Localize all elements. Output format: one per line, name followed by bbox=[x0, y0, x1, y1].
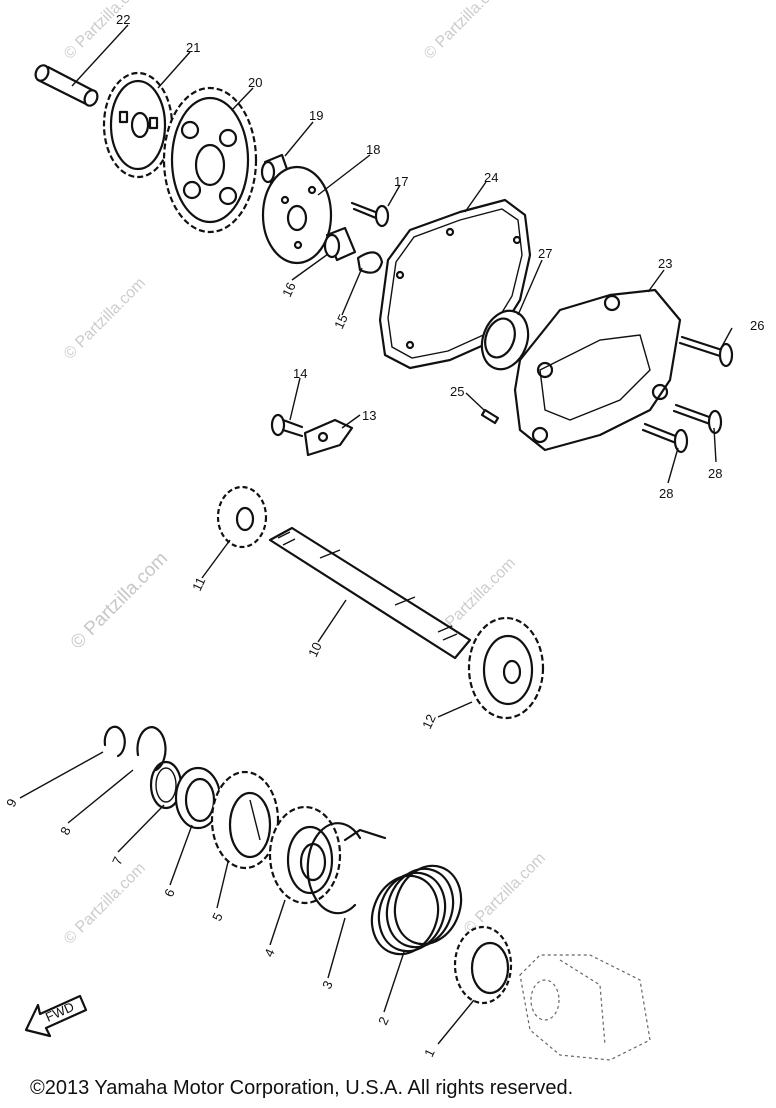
callout-13: 13 bbox=[362, 408, 376, 423]
part-1-gear bbox=[453, 925, 513, 1005]
callout-22: 22 bbox=[116, 12, 130, 27]
watermark-bottom-left: © Partzilla.com bbox=[61, 860, 149, 948]
callout-24: 24 bbox=[484, 170, 498, 185]
context-housing bbox=[519, 954, 651, 1061]
callout-17: 17 bbox=[394, 174, 408, 189]
callout-8: 8 bbox=[57, 824, 74, 837]
callout-3: 3 bbox=[319, 978, 336, 991]
part-23-cover bbox=[513, 288, 682, 452]
callout-19: 19 bbox=[309, 108, 323, 123]
callout-18: 18 bbox=[366, 142, 380, 157]
part-3-spring-clip bbox=[306, 822, 387, 915]
callout-23: 23 bbox=[658, 256, 672, 271]
watermark-top-left: © Partzilla.com bbox=[61, 0, 149, 63]
fwd-arrow-icon: FWD bbox=[24, 994, 88, 1038]
part-11-gear bbox=[216, 485, 268, 549]
callout-7: 7 bbox=[109, 854, 126, 867]
callout-6: 6 bbox=[161, 886, 178, 899]
part-26-bolt bbox=[678, 335, 734, 368]
part-2-spring bbox=[370, 864, 463, 956]
callout-11: 11 bbox=[189, 575, 208, 594]
part-18-plate bbox=[261, 165, 333, 265]
part-10-shaft bbox=[268, 526, 472, 660]
part-25-pin bbox=[480, 408, 500, 425]
callout-25: 25 bbox=[450, 384, 464, 399]
part-28-bolt-lower bbox=[641, 422, 689, 454]
part-13-lock-plate bbox=[303, 418, 354, 457]
watermark-top-right: © Partzilla.com bbox=[421, 0, 509, 63]
part-12-gear bbox=[467, 616, 545, 720]
watermark-main: © Partzilla.com bbox=[67, 548, 172, 653]
part-28-bolt-upper bbox=[672, 403, 723, 435]
part-27-oil-seal bbox=[480, 309, 530, 371]
callout-9: 9 bbox=[3, 796, 20, 809]
callout-15: 15 bbox=[331, 312, 351, 331]
callout-28-lower: 28 bbox=[659, 486, 673, 501]
part-20-gear bbox=[162, 86, 258, 234]
callout-26: 26 bbox=[750, 318, 764, 333]
callout-21: 21 bbox=[186, 40, 200, 55]
callout-4: 4 bbox=[261, 946, 278, 959]
part-24-gasket bbox=[378, 198, 532, 370]
copyright-text: ©2013 Yamaha Motor Corporation, U.S.A. A… bbox=[30, 1077, 573, 1099]
part-9-circlip bbox=[103, 725, 126, 758]
part-21-gear bbox=[102, 71, 174, 179]
watermark-left-mid: © Partzilla.com bbox=[61, 275, 149, 363]
callout-28-upper: 28 bbox=[708, 466, 722, 481]
callout-27: 27 bbox=[538, 246, 552, 261]
part-17-screw bbox=[350, 201, 390, 228]
callout-2: 2 bbox=[375, 1014, 392, 1027]
part-5-gear bbox=[210, 770, 280, 870]
callout-14: 14 bbox=[293, 366, 307, 381]
part-15-clip bbox=[356, 251, 384, 274]
watermark-bottom-right: © Partzilla.com bbox=[461, 850, 549, 938]
part-22-pin bbox=[34, 64, 99, 107]
part-14-screw bbox=[270, 413, 304, 438]
part-4-gear bbox=[268, 805, 342, 905]
leader-lines bbox=[19, 24, 733, 1045]
callout-16: 16 bbox=[279, 280, 299, 299]
callout-5: 5 bbox=[209, 910, 226, 923]
callout-12: 12 bbox=[419, 712, 439, 731]
callout-10: 10 bbox=[305, 640, 325, 659]
callout-1: 1 bbox=[421, 1046, 438, 1059]
callout-20: 20 bbox=[248, 75, 262, 90]
part-16-bush bbox=[323, 226, 357, 262]
